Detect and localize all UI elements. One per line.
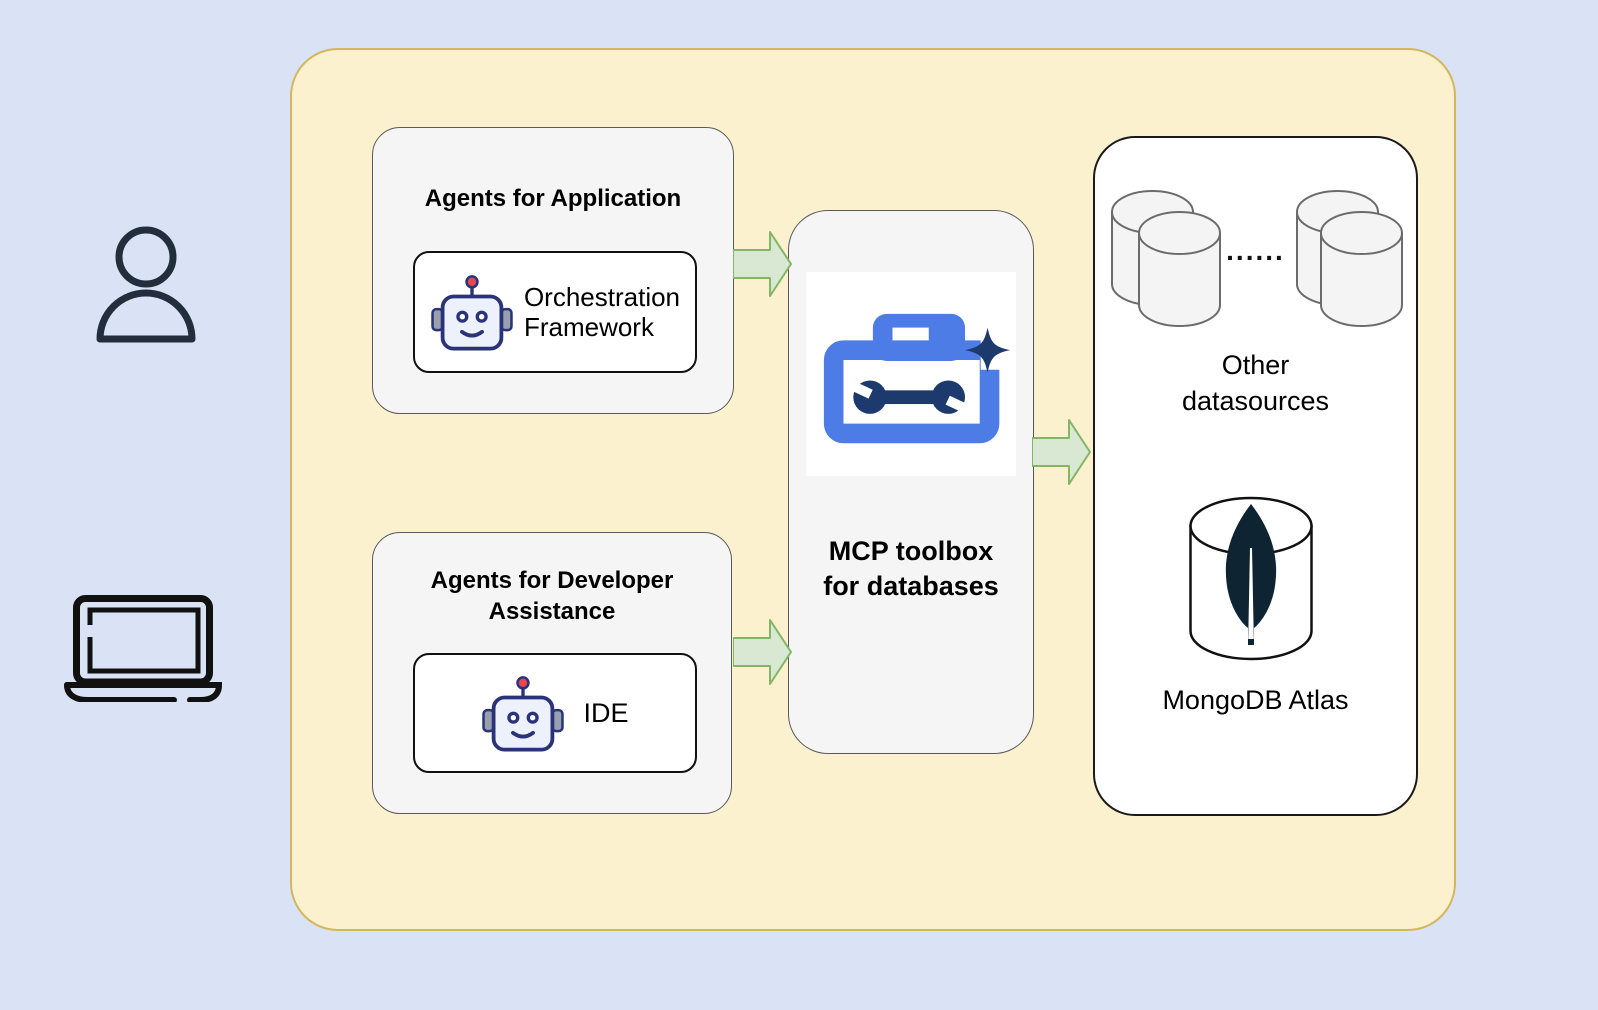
agents-for-developer-panel: Agents for Developer Assistance IDE — [372, 532, 732, 814]
mcp-toolbox-label: MCP toolbox for databases — [823, 536, 999, 601]
agents-developer-title: Agents for Developer Assistance — [430, 567, 674, 625]
agents-application-title: Agents for Application — [424, 185, 682, 212]
database-cylinders-icon — [1111, 190, 1221, 327]
other-datasources-label: Other datasources — [1181, 350, 1330, 416]
user-icon — [96, 226, 196, 343]
orchestration-framework-node: Orchestration Framework — [413, 251, 697, 373]
robot-icon — [482, 675, 565, 752]
datasources-box: ...... Other datasources MongoDB Atlas — [1093, 136, 1418, 816]
arrow-application-to-mcp — [733, 231, 792, 297]
arrow-developer-to-mcp — [733, 619, 792, 685]
agents-for-application-panel: Agents for Application Orchestration Fra… — [372, 127, 734, 414]
ide-node: IDE — [413, 653, 697, 773]
sparkle-icon — [965, 327, 1011, 373]
orchestration-framework-label: Orchestration Framework — [523, 282, 681, 342]
laptop-icon — [64, 595, 222, 702]
ide-label: IDE — [583, 697, 629, 728]
ellipsis-dots: ...... — [1226, 235, 1285, 266]
robot-icon — [431, 274, 513, 351]
mongodb-atlas-label: MongoDB Atlas — [1162, 685, 1349, 715]
mcp-toolbox-panel: MCP toolbox for databases — [788, 210, 1034, 754]
wrench-icon — [843, 378, 975, 417]
database-cylinders-icon — [1296, 190, 1403, 327]
mongodb-icon — [1189, 496, 1313, 661]
mcp-toolbox-icon — [823, 313, 1013, 444]
arrow-mcp-to-datasources — [1032, 419, 1091, 485]
